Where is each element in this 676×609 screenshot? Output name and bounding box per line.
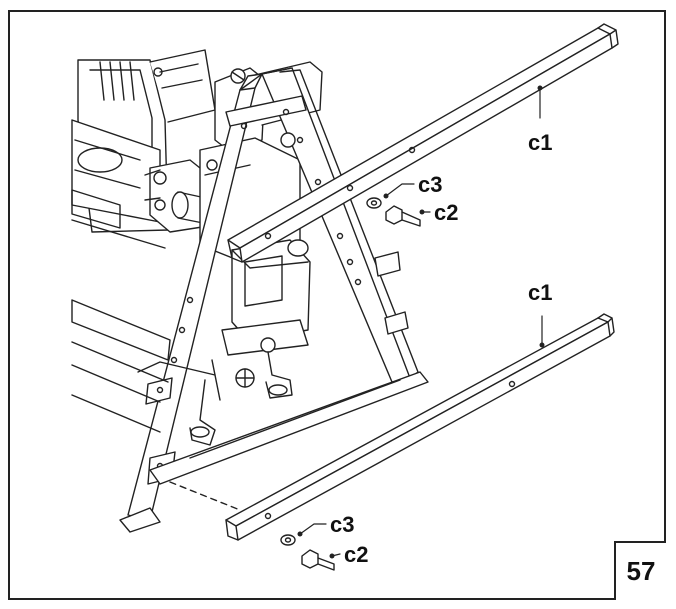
callout-c2-upper-bolt: c2 <box>434 200 459 225</box>
page-number: 57 <box>614 541 666 600</box>
upper-hardware <box>366 197 421 227</box>
base-frame <box>71 299 429 533</box>
lower-hardware <box>280 534 335 571</box>
a-frame <box>127 67 419 521</box>
callout-c1-upper-rail: c1 <box>528 130 553 155</box>
lower-rail <box>225 313 615 541</box>
callout-c3-lower-washer: c3 <box>330 512 355 537</box>
upper-rail <box>227 23 619 263</box>
callout-c2-lower-bolt: c2 <box>344 542 369 567</box>
alignment-line <box>169 481 241 511</box>
callout-c3-upper-washer: c3 <box>418 172 443 197</box>
fittings <box>189 337 293 446</box>
callout-c1-lower-rail: c1 <box>528 280 553 305</box>
figure-frame <box>8 10 666 600</box>
tank <box>221 239 311 356</box>
